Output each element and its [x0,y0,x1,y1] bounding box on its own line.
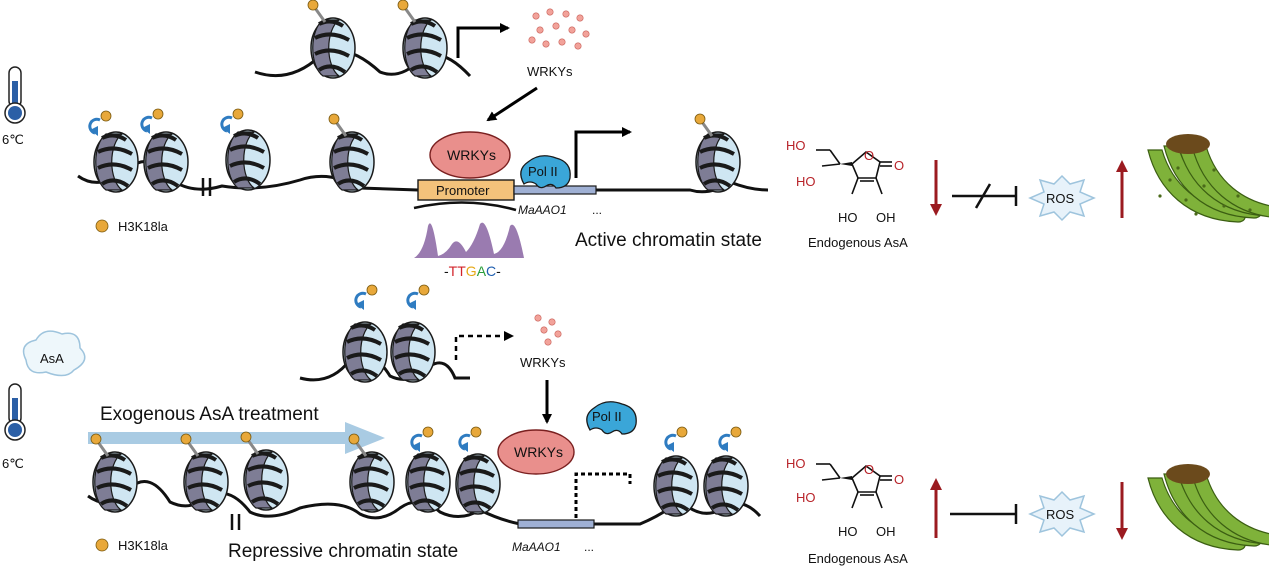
ros-label-bottom: ROS [1046,507,1075,522]
nucleosome [224,128,272,192]
thermometer-icon-top [4,66,26,124]
gene-label-bottom: MaAAO1 [512,540,561,554]
legend-lactylation-dot-top [95,219,109,233]
gene-ellipsis-bottom: ... [584,540,594,554]
atom-label: O [894,472,904,487]
wrky-protein-top [429,131,511,179]
curl-arrow-lactate [140,107,165,136]
transcription-arrow-top [574,127,632,178]
banana-bunch-spotted [1147,134,1269,223]
atom-label: HO [786,138,806,153]
nucleosome [694,130,742,194]
banana-bunch-green [1147,464,1269,551]
atom-label: HO [838,210,858,225]
wrky-protein-dots-top [528,8,590,50]
weak-transcription-arrow-wrky [454,331,514,360]
pol2-label-top: Pol II [528,164,558,179]
nucleosome [309,16,357,80]
lactylation-mark [693,112,714,138]
endogenous-label-bottom: Endogenous AsA [808,551,908,566]
wrky-binding-arrow-top [486,86,538,122]
gene-label-top: MaAAO1 [518,203,567,217]
thermometer-icon-bottom [4,383,26,441]
ros-label-top: ROS [1046,191,1075,206]
atom-label: HO [786,456,806,471]
nucleosome [401,16,449,80]
wrky-protein-bottom [497,429,575,475]
asa-cloud [22,330,86,377]
wrky-protein-dots-bottom [534,314,562,346]
atom-label: HO [796,174,816,189]
legend-lactylation-dot-bottom [95,538,109,552]
transcription-arrow-wrky-top [456,23,510,58]
lactylation-mark [306,0,327,24]
curl-arrow-lactate [718,425,743,454]
nucleosome [702,454,750,518]
gene-body-bottom [517,519,595,529]
endogenous-label-top: Endogenous AsA [808,235,908,250]
nucleosome [389,320,437,384]
nucleosome [404,450,452,514]
atom-label: HO [796,490,816,505]
nucleosome [142,130,190,194]
nucleosome [91,450,139,514]
nucleosome [242,448,290,512]
repressive-chromatin-label: Repressive chromatin state [228,541,458,562]
ascorbic-acid-molecule-top [815,149,893,195]
curl-arrow-lactate [664,425,689,454]
lactylation-mark [396,0,417,24]
curl-arrow-lactate [88,109,113,138]
nucleosome [182,450,230,514]
dna-wrap [413,201,517,212]
asa-cloud-label: AsA [40,351,64,366]
atom-label: O [894,158,904,173]
nucleosome [92,130,140,194]
wrkys-protein-label-bottom: WRKYs [514,444,563,460]
atom-label: OH [876,524,896,539]
wrkys-protein-label-top: WRKYs [447,147,496,163]
wrkys-gene-label-bottom: WRKYs [520,355,566,370]
lactylation-mark [327,112,348,138]
curl-arrow-lactate [220,107,245,136]
nucleosome [652,454,700,518]
nucleosome [454,452,502,516]
wrkys-gene-label-top: WRKYs [527,64,573,79]
temperature-label-top: 6℃ [2,132,24,147]
curl-arrow-lactate [406,283,431,312]
curl-arrow-lactate [354,283,379,312]
atom-label: O [864,148,874,163]
exogenous-treatment-arrow [88,422,385,454]
nucleosome [341,320,389,384]
nucleosome [328,130,376,194]
block-slash [974,183,992,209]
pol2-label-bottom: Pol II [592,409,622,424]
dna-strand-wrky-bottom [299,353,470,382]
chip-peak [414,222,524,258]
legend-label-bottom: H3K18la [118,538,169,553]
atom-label: O [864,462,874,477]
ascorbic-acid-molecule-bottom [815,463,893,509]
temperature-label-bottom: 6℃ [2,456,24,471]
active-chromatin-label: Active chromatin state [575,230,762,251]
curl-arrow-lactate [458,425,483,454]
blocked-transcription-arrow [574,472,632,518]
promoter-label: Promoter [436,183,490,198]
motif-sequence: -TTGAC- [444,263,501,279]
atom-label: OH [876,210,896,225]
exogenous-label: Exogenous AsA treatment [100,404,319,425]
curl-arrow-lactate [410,425,435,454]
legend-label-top: H3K18la [118,219,169,234]
atom-label: HO [838,524,858,539]
gene-ellipsis-top: ... [592,203,602,217]
nucleosome [348,450,396,514]
